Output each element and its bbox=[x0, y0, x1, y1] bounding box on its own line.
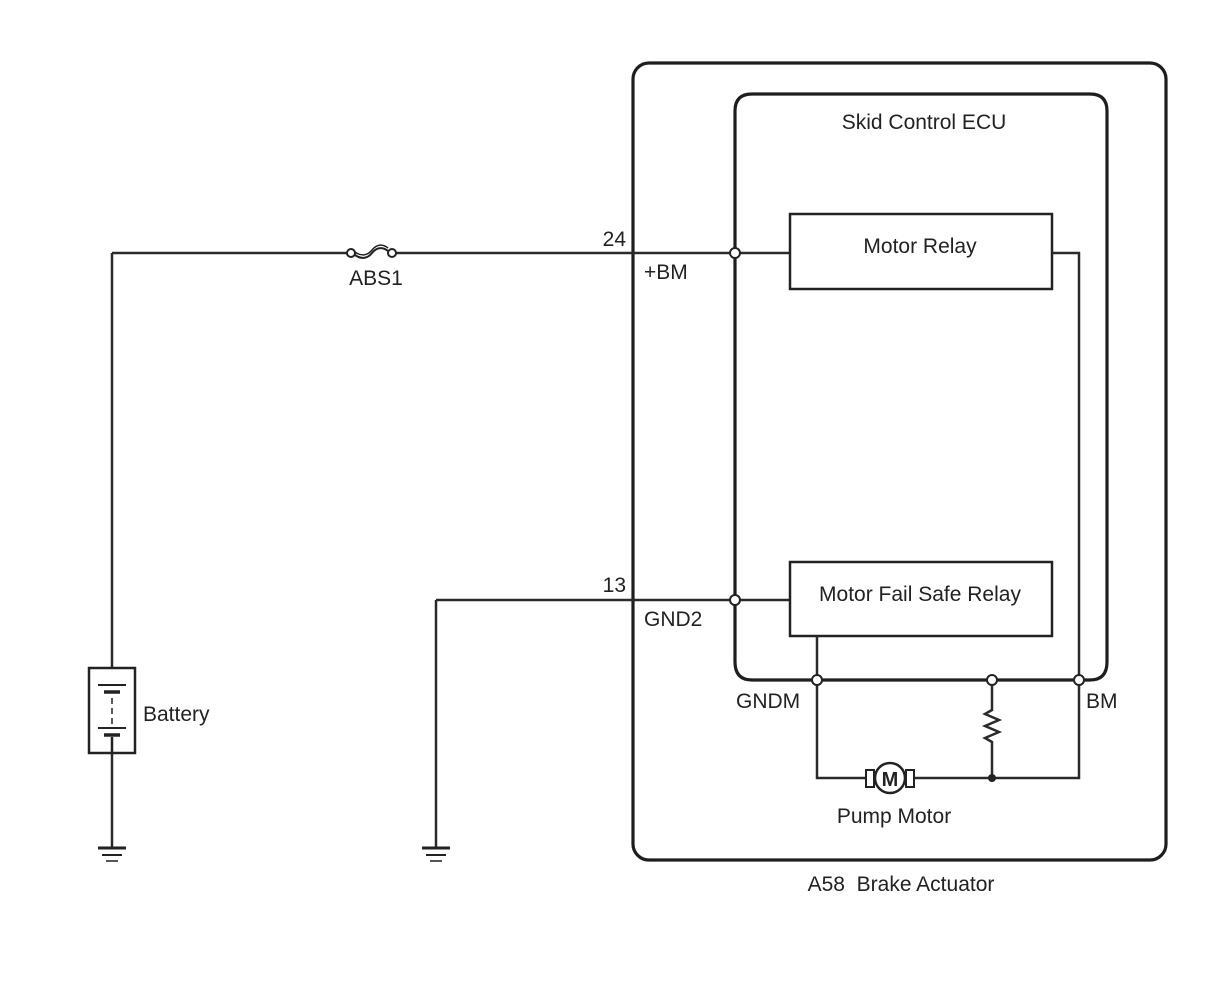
bm-motor-wire bbox=[914, 680, 1081, 780]
terminal-plus-bm-label: +BM bbox=[644, 261, 688, 284]
terminal-bm-node bbox=[1073, 674, 1085, 686]
gndm-motor-wire bbox=[815, 680, 866, 780]
terminal-13-pin: 13 bbox=[603, 574, 626, 597]
pump-motor-label: Pump Motor bbox=[837, 805, 951, 828]
skid-control-ecu-box bbox=[733, 92, 1109, 682]
terminal-24-pin: 24 bbox=[603, 228, 627, 251]
terminal-gnd2-label: GND2 bbox=[644, 608, 702, 631]
motor-fail-safe-relay-box bbox=[788, 560, 1054, 638]
motor-fail-safe-relay-label: Motor Fail Safe Relay bbox=[819, 583, 1021, 606]
ground-icon bbox=[98, 846, 126, 862]
battery-icon bbox=[87, 666, 137, 755]
battery-label: Battery bbox=[143, 703, 210, 726]
fuse-icon bbox=[346, 244, 397, 259]
ground-icon bbox=[422, 846, 450, 862]
junction-dot bbox=[988, 774, 996, 782]
terminal-plus-bm-node bbox=[729, 247, 741, 259]
terminal-bm-label: BM bbox=[1086, 690, 1118, 713]
terminal-gndm-label: GNDM bbox=[736, 690, 800, 713]
motor-symbol-letter: M bbox=[882, 769, 899, 791]
fuse-label: ABS1 bbox=[349, 267, 403, 290]
brake-actuator-box bbox=[631, 61, 1168, 862]
motor-relay-box bbox=[788, 212, 1054, 291]
motor-icon: M bbox=[865, 761, 915, 795]
terminal-gndm-node bbox=[811, 674, 823, 686]
actuator-label: A58 Brake Actuator bbox=[808, 873, 995, 896]
resistor-node bbox=[986, 674, 998, 686]
motor-relay-output-wire bbox=[1052, 251, 1081, 680]
motor-relay-label: Motor Relay bbox=[863, 235, 977, 258]
ecu-title: Skid Control ECU bbox=[842, 111, 1007, 134]
terminal-gnd2-node bbox=[729, 594, 741, 606]
resistor-icon bbox=[981, 680, 1003, 778]
